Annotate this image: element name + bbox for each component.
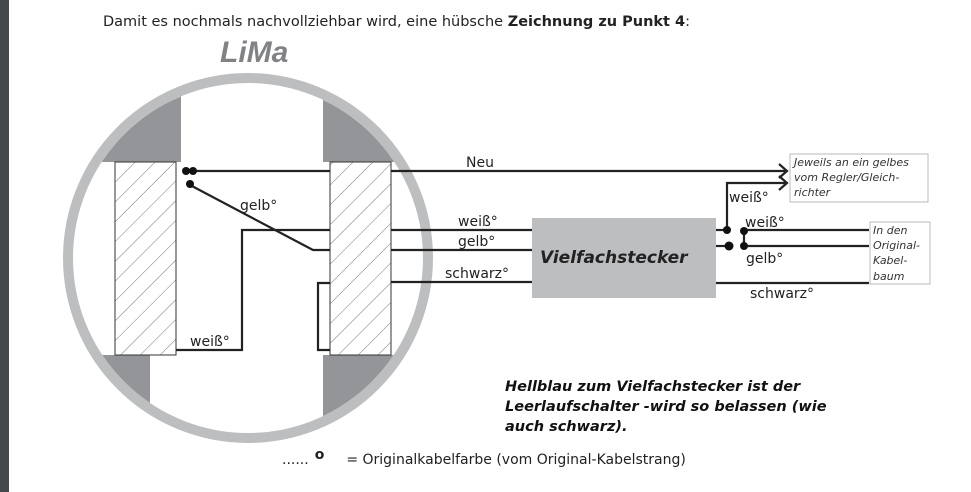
label-weiss-1: weiß° [458,214,498,230]
note2-line: Original- [873,239,920,252]
note2-line: Kabel- [873,254,907,267]
label-schwarz-1: schwarz° [445,266,509,282]
note1-line: vom Regler/Gleich- [794,171,899,184]
label-gelb-1: gelb° [458,234,495,250]
note2-line: baum [873,270,904,283]
label-weiss-2: weiß° [745,215,785,231]
note2-line: In den [873,224,907,237]
label-neu: Neu [466,155,494,171]
label-weiss-up: weiß° [729,190,769,206]
stator-left [114,161,177,356]
housing-circle [63,73,433,443]
note-harness-box [869,221,931,285]
logo-lima: LiMa [220,36,288,69]
intro-colon: : [685,14,691,30]
label-gelb-inner: gelb° [240,198,277,214]
connector-box [532,218,716,298]
legend-text: = Originalkabelfarbe (vom Original-Kabel… [346,452,686,468]
window-edge [0,0,9,492]
intro-text: Damit es nochmals nachvollziehbar wird, … [103,14,690,30]
label-weiss-inner: weiß° [190,334,230,350]
remark-text: Hellblau zum Vielfachstecker ist der Lee… [505,379,827,435]
connector-label: Vielfachstecker [540,248,689,268]
legend-degree: o [314,447,325,463]
legend: ...... o = Originalkabelfarbe (vom Origina… [282,447,686,468]
note1-line: Jeweils an ein gelbes [792,156,909,169]
note-regulator-box [789,153,929,203]
note1-line: richter [794,186,832,199]
label-schwarz-2: schwarz° [750,286,814,302]
intro-plain: Damit es nochmals nachvollziehbar wird, … [103,14,508,30]
pole-top-left [100,95,181,162]
legend-dots: ...... [282,452,309,468]
stator-right [329,161,392,356]
label-gelb-2: gelb° [746,251,783,267]
intro-bold: Zeichnung zu Punkt 4 [507,14,686,30]
